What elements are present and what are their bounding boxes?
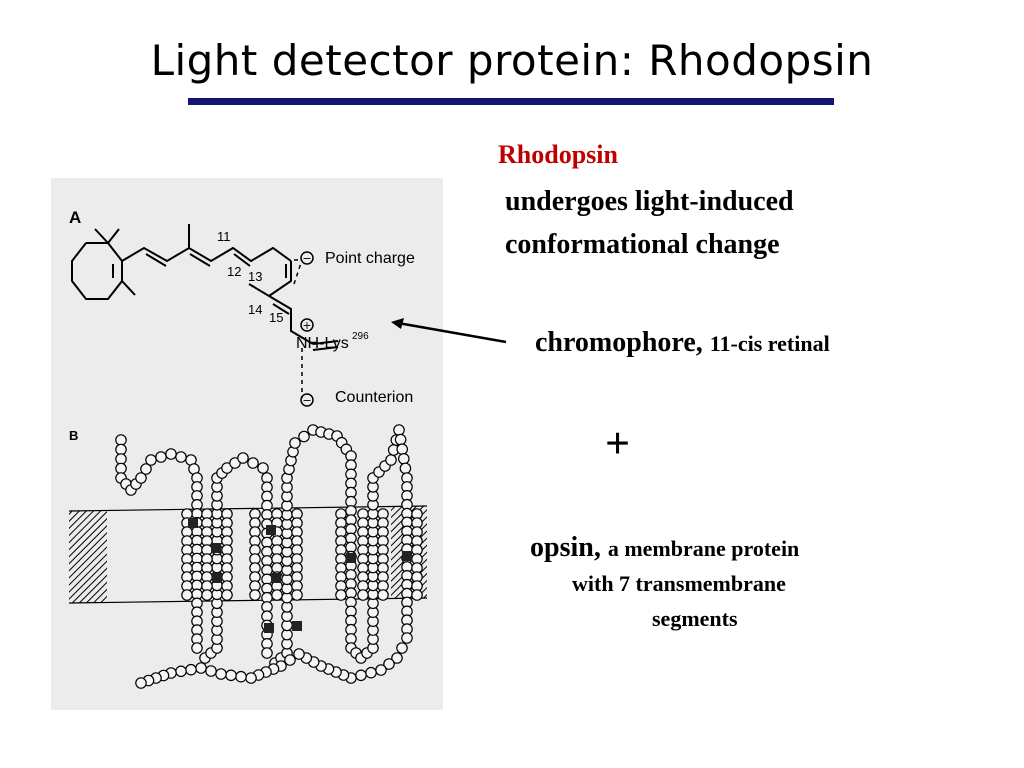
opsin-helix-bead: [411, 589, 423, 601]
opsin-residue-bead: [247, 457, 259, 469]
carbon-13-label: 13: [248, 269, 262, 284]
plus-sign: +: [605, 419, 631, 468]
panel-b-label: B: [69, 428, 78, 443]
opsin-residue-bead: [191, 642, 203, 654]
counterion-minus: −: [302, 394, 311, 407]
opsin-residue-bead: [284, 654, 296, 666]
opsin-line3: segments: [652, 606, 738, 631]
rhodopsin-description: undergoes light-induced conformational c…: [505, 180, 794, 266]
opsin-residue-bead: [394, 433, 407, 446]
opsin-bead-chain: [115, 424, 423, 689]
opsin-marked-residue: [188, 518, 198, 528]
rhodopsin-diagram-svg: A: [68, 208, 428, 689]
opsin-residue-bead: [145, 454, 157, 466]
opsin-residue-bead: [293, 648, 305, 660]
opsin-residue-bead: [205, 665, 217, 677]
chromophore-arrow: [391, 318, 507, 344]
opsin-residue-markers: [188, 518, 412, 633]
opsin-residue-bead: [115, 434, 127, 446]
rhodopsin-desc-line1: undergoes light-induced: [505, 186, 794, 217]
rhodopsin-figure: A: [51, 178, 443, 710]
membrane-hatch-left: [69, 511, 107, 603]
opsin-residue-bead: [261, 647, 273, 659]
opsin-residue-bead: [135, 472, 147, 484]
retinal-structure: [71, 224, 339, 351]
chromophore-term: chromophore,: [535, 327, 703, 358]
opsin-residue-bead: [397, 452, 410, 465]
opsin-helix-bead: [271, 589, 283, 601]
opsin-residue-bead: [399, 462, 412, 475]
opsin-helix-bead: [357, 589, 369, 601]
nitrogen-plus: +: [302, 319, 311, 332]
opsin-residue-bead: [385, 454, 397, 466]
opsin-marked-residue: [266, 525, 276, 535]
carbon-14-label: 14: [248, 302, 262, 317]
opsin-residue-bead: [298, 430, 310, 443]
opsin-residue-bead: [175, 451, 187, 463]
title-underline: [188, 98, 834, 105]
opsin-residue-bead: [165, 448, 177, 460]
opsin-residue-bead: [215, 668, 227, 680]
opsin-marked-residue: [271, 573, 281, 583]
opsin-line: opsin, a membrane protein: [530, 532, 799, 564]
opsin-helix-bead: [221, 589, 233, 601]
opsin-helix-bead: [377, 589, 389, 601]
point-charge-minus: −: [302, 252, 311, 265]
slide-title: Light detector protein: Rhodopsin: [150, 36, 874, 85]
lys-superscript: 296: [352, 331, 369, 342]
point-charge-label: Point charge: [325, 250, 415, 267]
opsin-residue-bead: [396, 642, 408, 654]
opsin-residue-bead: [185, 663, 197, 676]
opsin-residue-bead: [140, 463, 152, 475]
opsin-marked-residue: [346, 553, 356, 563]
dashed-interactions: [293, 259, 303, 398]
counterion-label: Counterion: [335, 389, 413, 406]
opsin-residue-bead: [195, 662, 207, 674]
opsin-residue-bead: [235, 670, 247, 683]
opsin-residue-bead: [115, 453, 127, 465]
opsin-residue-bead: [393, 424, 405, 436]
opsin-residue-bead: [355, 669, 367, 682]
opsin-helix-bead: [291, 589, 303, 601]
carbon-11-label: 11: [217, 229, 231, 244]
nh-lys-label: NH-Lys: [296, 335, 349, 352]
opsin-term: opsin,: [530, 532, 601, 563]
opsin-residue-bead: [175, 665, 187, 678]
opsin-marked-residue: [292, 621, 302, 631]
chromophore-line: chromophore, 11-cis retinal: [535, 327, 830, 359]
opsin-residue-bead: [225, 669, 237, 682]
opsin-helix-bead: [335, 589, 347, 601]
opsin-detail: a membrane protein: [607, 536, 800, 561]
opsin-helix-bead: [249, 589, 261, 601]
opsin-residue-bead: [289, 437, 301, 449]
rhodopsin-desc-line2: conformational change: [505, 229, 780, 260]
opsin-residue-bead: [155, 451, 167, 463]
chromophore-detail: 11-cis retinal: [709, 331, 830, 356]
rhodopsin-heading: Rhodopsin: [498, 140, 618, 169]
opsin-residue-bead: [383, 658, 395, 670]
opsin-residue-bead: [115, 443, 127, 456]
opsin-marked-residue: [211, 543, 221, 553]
opsin-helix-bead: [201, 589, 213, 601]
opsin-marked-residue: [264, 623, 274, 633]
opsin-residue-bead: [375, 664, 387, 676]
opsin-residue-bead: [135, 677, 147, 689]
opsin-residue-bead: [257, 462, 269, 474]
opsin-line2: with 7 transmembrane: [572, 571, 786, 596]
carbon-12-label: 12: [227, 264, 241, 279]
opsin-helix-bead: [181, 589, 193, 601]
charge-symbols: [300, 251, 314, 407]
carbon-15-label: 15: [269, 310, 283, 325]
opsin-marked-residue: [402, 551, 412, 561]
opsin-residue-bead: [115, 462, 127, 475]
opsin-residue-bead: [391, 652, 403, 664]
opsin-residue-bead: [401, 632, 413, 644]
opsin-residue-bead: [365, 666, 377, 679]
opsin-residue-bead: [245, 672, 257, 684]
opsin-residue-bead: [396, 443, 408, 455]
panel-a-label: A: [69, 208, 81, 227]
opsin-residue-bead: [237, 452, 249, 464]
opsin-marked-residue: [212, 573, 222, 583]
